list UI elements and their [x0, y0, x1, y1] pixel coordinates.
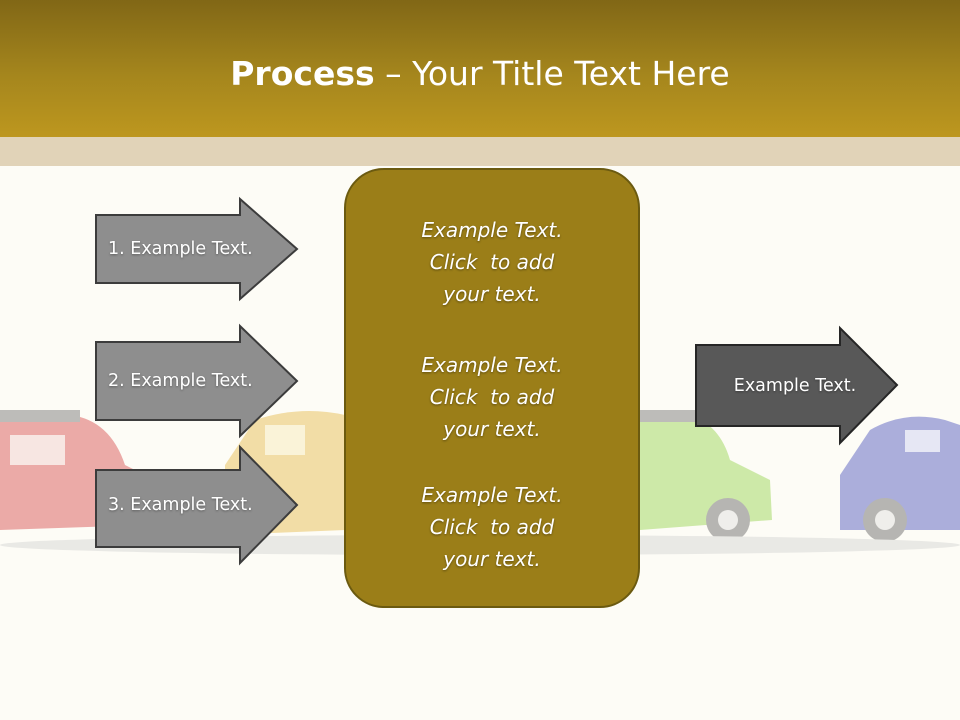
title-header-bar [0, 0, 960, 137]
arrow-shape [695, 325, 899, 446]
para-line: Example Text. [421, 483, 563, 507]
arrow-label: Example Text. [733, 375, 857, 396]
arrow-shape [95, 444, 299, 566]
arrow-label: 3. Example Text. [108, 495, 253, 515]
process-step-arrow-1[interactable]: 1. Example Text. [95, 196, 300, 302]
para-line: Example Text. [421, 353, 563, 377]
center-paragraph-3: Example Text. Click to add your text. [346, 479, 638, 575]
slide-title[interactable]: Process – Your Title Text Here [0, 52, 960, 96]
process-step-arrow-3[interactable]: 3. Example Text. [95, 444, 300, 566]
process-output-arrow[interactable]: Example Text. [695, 325, 900, 446]
arrow-shape [95, 196, 299, 302]
para-line: Example Text. [421, 218, 563, 242]
arrow-label: 2. Example Text. [108, 371, 253, 391]
para-line: your text. [443, 547, 541, 571]
para-line: Click to add [429, 250, 555, 274]
para-line: Click to add [429, 515, 555, 539]
title-bold: Process [230, 54, 375, 93]
green-car [640, 410, 772, 542]
center-paragraph-2: Example Text. Click to add your text. [346, 349, 638, 445]
header-accent-band [0, 137, 960, 166]
blue-car [840, 416, 960, 542]
para-line: your text. [443, 417, 541, 441]
para-line: your text. [443, 282, 541, 306]
title-rest: – Your Title Text Here [374, 54, 730, 93]
arrow-shape [95, 323, 299, 439]
arrow-label: 1. Example Text. [108, 239, 253, 259]
center-text-box[interactable]: Example Text. Click to add your text. Ex… [344, 168, 640, 608]
process-step-arrow-2[interactable]: 2. Example Text. [95, 323, 300, 439]
para-line: Click to add [429, 385, 555, 409]
center-paragraph-1: Example Text. Click to add your text. [346, 214, 638, 310]
